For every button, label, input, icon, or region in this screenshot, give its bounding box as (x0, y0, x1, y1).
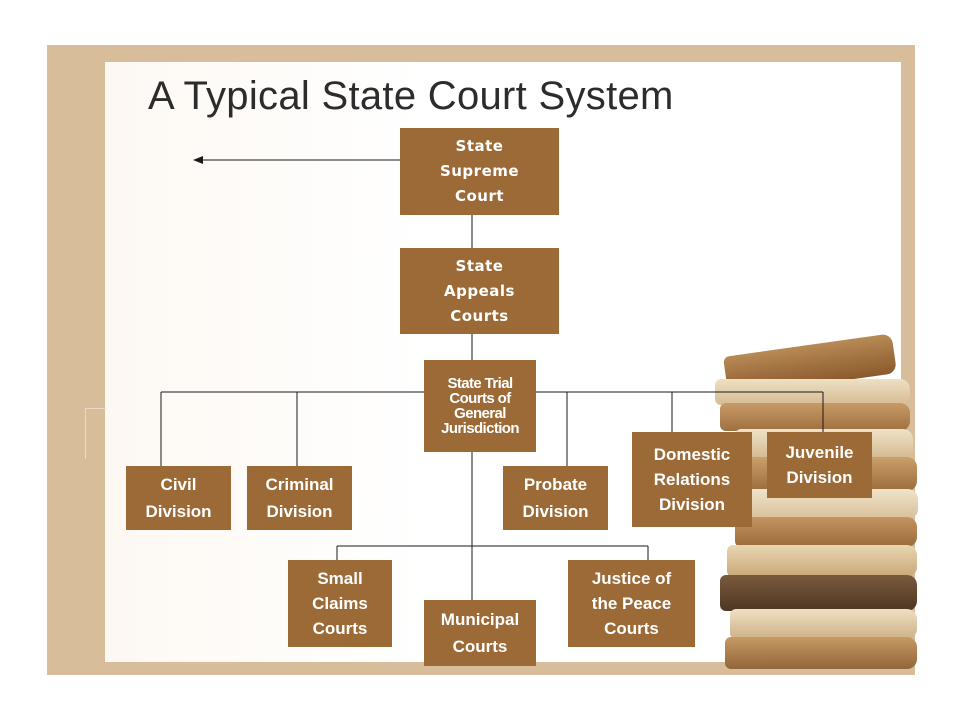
page-title: A Typical State Court System (148, 74, 674, 118)
node-municipal-courts: Municipal Courts (424, 600, 536, 666)
book (727, 545, 917, 577)
corner-decoration (85, 408, 106, 459)
node-criminal-division: Criminal Division (247, 466, 352, 530)
node-small-claims-courts: Small Claims Courts (288, 560, 392, 647)
node-state-appeals-courts: State Appeals Courts (400, 248, 559, 334)
book (735, 517, 917, 547)
node-state-trial-courts: State Trial Courts of General Jurisdicti… (424, 360, 536, 452)
node-juvenile-division: Juvenile Division (767, 432, 872, 498)
node-state-supreme-court: State Supreme Court (400, 128, 559, 215)
book (730, 609, 917, 639)
node-probate-division: Probate Division (503, 466, 608, 530)
left-arrow-icon (193, 156, 203, 164)
node-domestic-relations-division: Domestic Relations Division (632, 432, 752, 527)
book (720, 575, 917, 611)
book (720, 403, 910, 431)
node-civil-division: Civil Division (126, 466, 231, 530)
node-justice-of-the-peace-courts: Justice of the Peace Courts (568, 560, 695, 647)
book (725, 637, 917, 669)
